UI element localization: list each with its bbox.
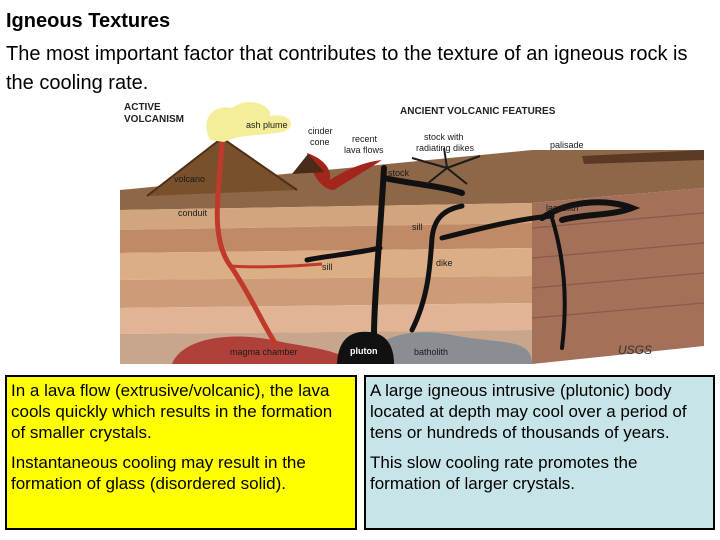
label-volcano: volcano — [174, 174, 205, 184]
label-stock-dikes-1: stock with — [424, 132, 464, 142]
diagram-svg: ACTIVE VOLCANISM ANCIENT VOLCANIC FEATUR… — [120, 102, 705, 364]
image-credit: USGS — [618, 343, 653, 357]
label-magma-chamber: magma chamber — [230, 347, 298, 357]
label-dike: dike — [436, 258, 453, 268]
label-ash-plume: ash plume — [246, 120, 288, 130]
header-active-volcanism-2: VOLCANISM — [124, 114, 184, 125]
radiating-dikes — [411, 147, 481, 185]
label-sill-left: sill — [322, 262, 333, 272]
palisade-ridge — [582, 150, 704, 164]
label-pluton: pluton — [350, 346, 378, 356]
label-sill-right: sill — [412, 222, 423, 232]
left-sill-magma — [229, 262, 323, 269]
intrusive-text-2: This slow cooling rate promotes the form… — [370, 453, 638, 493]
recent-lava-flow — [307, 153, 382, 190]
batholith-body — [367, 332, 532, 364]
label-laccolith: laccolith — [546, 203, 579, 213]
cinder-cone — [292, 154, 324, 174]
extrusive-text-1: In a lava flow (extrusive/volcanic), the… — [11, 381, 333, 442]
label-recent-lava-2: lava flows — [344, 145, 384, 155]
header-ancient-features: ANCIENT VOLCANIC FEATURES — [400, 106, 556, 117]
magma-chamber-body — [172, 336, 352, 364]
extrusive-text-2: Instantaneous cooling may result in the … — [11, 453, 306, 493]
label-recent-lava-1: recent — [352, 134, 378, 144]
intrusive-text-1: A large igneous intrusive (plutonic) bod… — [370, 381, 687, 442]
side-face-strata — [531, 212, 705, 319]
label-stock-dikes-2: radiating dikes — [416, 143, 475, 153]
label-stock: stock — [388, 168, 410, 178]
extrusive-info-box: In a lava flow (extrusive/volcanic), the… — [5, 375, 357, 530]
header-active-volcanism-1: ACTIVE — [124, 102, 161, 113]
block-side-face — [532, 188, 704, 364]
intrusive-info-box: A large igneous intrusive (plutonic) bod… — [364, 375, 715, 530]
pluton-body — [337, 331, 394, 364]
label-cinder-cone-1: cinder — [308, 126, 333, 136]
label-batholith: batholith — [414, 347, 448, 357]
conduit-magma — [214, 141, 280, 348]
label-palisade: palisade — [550, 140, 584, 150]
label-conduit: conduit — [178, 208, 208, 218]
volcanic-features-diagram: ACTIVE VOLCANISM ANCIENT VOLCANIC FEATUR… — [112, 98, 712, 364]
label-cinder-cone-2: cone — [310, 137, 330, 147]
slide-title: Igneous Textures — [6, 10, 171, 32]
slide-intro: The most important factor that contribut… — [6, 43, 688, 94]
ash-plume — [206, 102, 292, 142]
black-intrusions — [304, 165, 641, 350]
